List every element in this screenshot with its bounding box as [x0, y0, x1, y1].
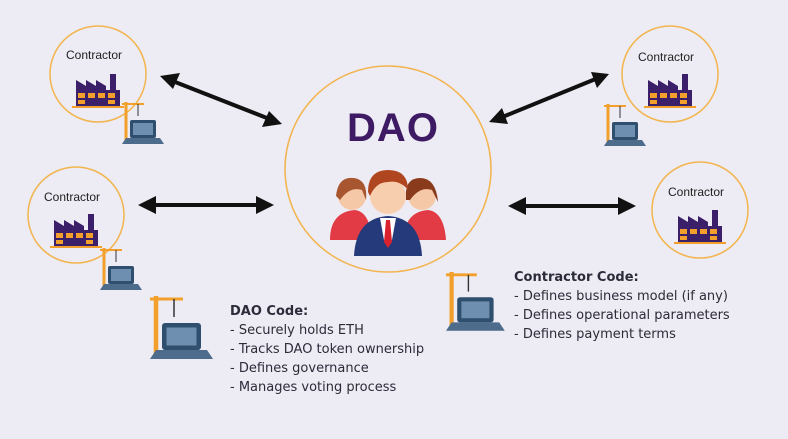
dao-code-item: Manages voting process [230, 378, 424, 397]
contractor-node-mid-left [27, 166, 125, 264]
contractor-label: Contractor [44, 190, 101, 204]
crane-laptop-icon [98, 246, 144, 292]
double-arrow-icon [160, 73, 282, 127]
contractor-code-item: Defines payment terms [514, 325, 730, 344]
dao-code-item: Tracks DAO token ownership [230, 340, 424, 359]
double-arrow-icon [489, 72, 609, 124]
contractor-code-block: Contractor Code: Defines business model … [514, 268, 730, 344]
crane-laptop-icon [150, 296, 213, 359]
double-arrow-icon [508, 197, 636, 215]
double-arrow-icon [138, 196, 274, 214]
contractor-label: Contractor [668, 185, 725, 199]
contractor-code-item: Defines business model (if any) [514, 287, 730, 306]
contractor-node-top-right [621, 25, 719, 123]
dao-code-heading: DAO Code: [230, 304, 309, 319]
dao-code-block: DAO Code: Securely holds ETH Tracks DAO … [230, 302, 424, 397]
contractor-code-item: Defines operational parameters [514, 306, 730, 325]
contractor-label: Contractor [638, 50, 695, 64]
dao-code-item: Defines governance [230, 359, 424, 378]
dao-title: DAO [347, 106, 439, 150]
contractor-label: Contractor [66, 48, 123, 62]
contractor-node-top-left [49, 25, 147, 123]
team-people-icon [330, 170, 446, 256]
dao-code-item: Securely holds ETH [230, 321, 424, 340]
crane-laptop-icon [446, 272, 505, 331]
contractor-code-heading: Contractor Code: [514, 270, 639, 285]
contractor-node-mid-right [651, 161, 749, 259]
